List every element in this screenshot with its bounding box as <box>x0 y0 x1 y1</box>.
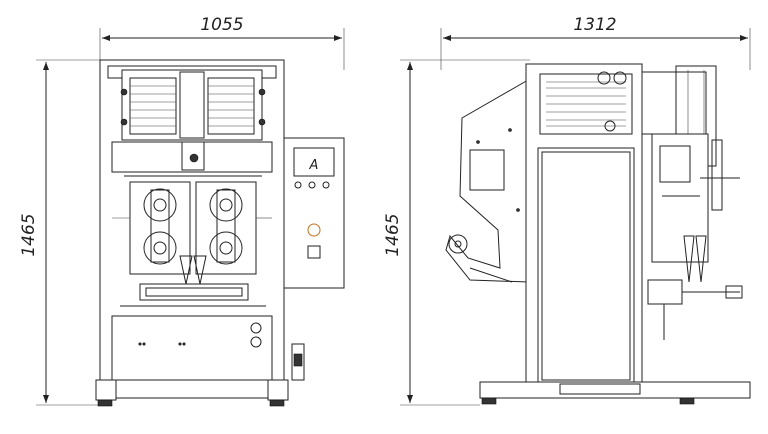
side-view-machine <box>445 63 751 405</box>
front-view-machine <box>95 59 305 407</box>
side-width-dimension: 1312 <box>440 15 751 70</box>
front-height-label: 1465 <box>19 213 39 256</box>
control-panel: A <box>283 137 345 289</box>
front-height-dimension: 1465 <box>19 59 100 406</box>
side-height-label: 1465 <box>383 213 403 256</box>
front-width-dimension: 1055 <box>99 15 345 70</box>
front-width-label: 1055 <box>200 15 243 35</box>
panel-screen-letter: A <box>309 158 319 173</box>
side-height-dimension: 1465 <box>383 59 530 406</box>
side-width-label: 1312 <box>573 15 616 35</box>
